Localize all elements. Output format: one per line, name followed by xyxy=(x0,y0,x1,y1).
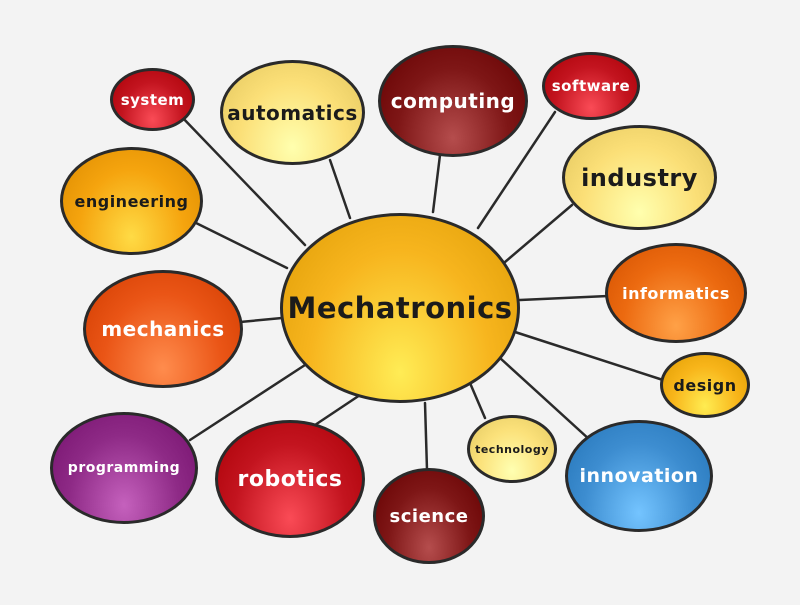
link-industry xyxy=(503,203,574,264)
link-programming xyxy=(188,363,307,442)
node-industry-label: industry xyxy=(581,163,698,192)
node-engineering-label: engineering xyxy=(74,191,189,211)
node-design: design xyxy=(660,352,750,418)
node-technology: technology xyxy=(467,415,557,483)
node-mechanics-label: mechanics xyxy=(101,317,225,341)
node-robotics: robotics xyxy=(215,420,365,538)
node-system-label: system xyxy=(120,90,185,109)
link-automatics xyxy=(328,158,352,220)
link-design xyxy=(513,330,665,382)
node-engineering: engineering xyxy=(60,147,203,255)
node-computing: computing xyxy=(378,45,528,157)
node-industry: industry xyxy=(562,125,717,230)
node-design-label: design xyxy=(673,375,737,395)
link-mechanics xyxy=(238,316,284,324)
node-science-label: science xyxy=(389,505,469,527)
node-technology-label: technology xyxy=(475,442,549,456)
node-center: Mechatronics xyxy=(280,213,520,403)
node-automatics-label: automatics xyxy=(227,100,358,125)
link-technology xyxy=(468,381,487,420)
node-science: science xyxy=(373,468,485,564)
node-software-label: software xyxy=(551,77,631,95)
node-mechanics: mechanics xyxy=(83,270,243,388)
node-center-label: Mechatronics xyxy=(287,291,513,325)
link-engineering xyxy=(188,218,289,270)
node-computing-label: computing xyxy=(390,89,516,113)
link-innovation xyxy=(498,356,592,442)
node-software: software xyxy=(542,52,640,120)
node-system: system xyxy=(110,68,195,131)
node-informatics-label: informatics xyxy=(622,283,730,303)
node-automatics: automatics xyxy=(220,60,365,165)
node-innovation: innovation xyxy=(565,420,713,532)
link-robotics xyxy=(313,393,362,427)
node-programming: programming xyxy=(50,412,198,524)
node-informatics: informatics xyxy=(605,243,747,343)
node-programming-label: programming xyxy=(67,460,181,476)
node-innovation-label: innovation xyxy=(579,465,699,487)
node-robotics-label: robotics xyxy=(237,466,343,492)
link-informatics xyxy=(518,294,610,302)
link-software xyxy=(476,110,557,230)
link-science xyxy=(423,401,429,472)
link-system xyxy=(178,113,307,247)
link-computing xyxy=(431,153,442,214)
